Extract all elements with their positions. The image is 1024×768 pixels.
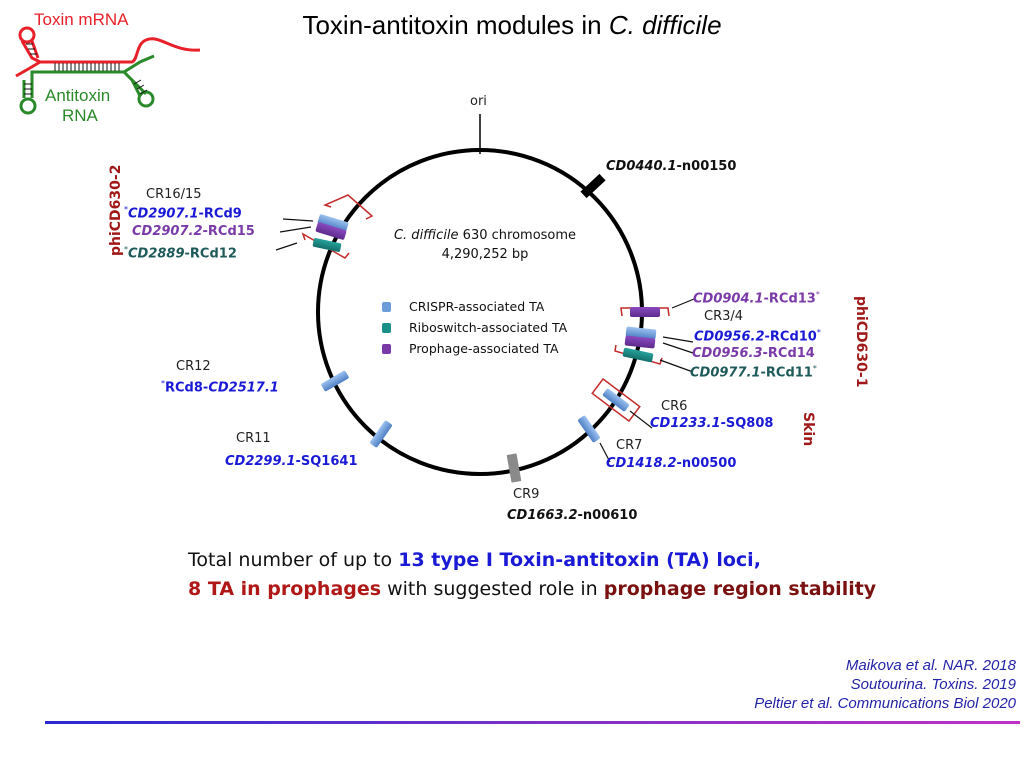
reference-item: Maikova et al. NAR. 2018 bbox=[845, 657, 1016, 674]
crispr-swatch bbox=[382, 301, 391, 312]
cd2907-1-label: *CD2907.1-RCd9 bbox=[124, 205, 242, 222]
antitoxin-label-line1: Antitoxin bbox=[45, 86, 111, 105]
slide-title: Toxin-antitoxin modules in C. difficile bbox=[0, 10, 1024, 41]
cd0977-label: CD0977.1-RCd11* bbox=[690, 364, 817, 381]
cd0977-marker bbox=[622, 347, 654, 363]
summary-line-2: 8 TA in prophages with suggested role in… bbox=[188, 578, 877, 600]
cd2907-2-marker bbox=[315, 222, 347, 240]
prophage-swatch bbox=[382, 343, 391, 354]
cd0904-marker bbox=[630, 307, 660, 317]
cr16-15-label: CR16/15 bbox=[146, 187, 202, 202]
cr7-label: CR7 bbox=[616, 438, 643, 453]
title-species: C. difficile bbox=[608, 10, 722, 40]
cd2889-marker bbox=[312, 238, 342, 252]
region-label-phicd630-2: phiCD630-2 bbox=[108, 164, 124, 256]
legend-label-riboswitch: Riboswitch-associated TA bbox=[409, 320, 568, 335]
chromosome-size: 4,290,252 bp bbox=[441, 247, 529, 262]
cd0904-label: CD0904.1-RCd13* bbox=[693, 290, 820, 307]
cr7-leader-line bbox=[599, 442, 611, 463]
cd1418-label: CD1418.2-n00500 bbox=[606, 456, 737, 471]
region-label-phicd630-1: phiCD630-1 bbox=[853, 296, 869, 388]
cd0956-2-label: CD0956.2-RCd10* bbox=[694, 328, 821, 345]
rna-duplex-illustration bbox=[15, 26, 201, 115]
legend-item-riboswitch: Riboswitch-associated TA bbox=[382, 317, 567, 338]
cd2517-marker bbox=[321, 370, 349, 392]
summary-stability: prophage region stability bbox=[603, 578, 877, 600]
cr6-label: CR6 bbox=[661, 399, 688, 414]
cd2299-marker bbox=[370, 420, 392, 448]
title-prefix: Toxin-antitoxin modules in bbox=[302, 10, 609, 40]
summary-prophage-count: 8 TA in prophages bbox=[188, 578, 382, 600]
footer-divider bbox=[45, 721, 1020, 724]
legend-label-prophage: Prophage-associated TA bbox=[409, 341, 559, 356]
chromosome-name: C. difficile 630 chromosome bbox=[375, 228, 595, 243]
cd0440-rna: -n00150 bbox=[676, 159, 737, 174]
reference-item: Peltier et al. Communications Biol 2020 bbox=[754, 695, 1016, 712]
cr9-label: CR9 bbox=[513, 487, 540, 502]
cr6-leader-line bbox=[629, 410, 653, 429]
cd1233-marker bbox=[602, 388, 630, 412]
toxin-mrna-label: Toxin mRNA bbox=[34, 10, 129, 29]
phi1-leader-lines bbox=[659, 298, 695, 373]
cd1663-label: CD1663.2-n00610 bbox=[507, 508, 638, 523]
cd2889-label: *CD2889-RCd12 bbox=[124, 245, 237, 262]
cd2299-label: CD2299.1-SQ1641 bbox=[225, 454, 358, 469]
cd0956-3-label: CD0956.3-RCd14 bbox=[692, 346, 815, 361]
rna-duplex-inset: Toxin mRNA Antitoxin RNA bbox=[0, 0, 201, 140]
cd0956-2-marker bbox=[625, 326, 657, 340]
base-pairs bbox=[24, 43, 148, 95]
riboswitch-swatch bbox=[382, 322, 391, 333]
phi2-leader-lines bbox=[275, 218, 314, 251]
reference-item: Soutourina. Toxins. 2019 bbox=[850, 676, 1016, 693]
ori-label: ori bbox=[470, 94, 487, 109]
cd0440-label: CD0440.1-n00150 bbox=[606, 159, 736, 174]
cr12-label: CR12 bbox=[176, 359, 211, 374]
cd2517-label: *RCd8-CD2517.1 bbox=[161, 379, 279, 396]
references: Maikova et al. NAR. 2018 Soutourina. Tox… bbox=[754, 656, 1016, 713]
cd2907-1-marker bbox=[317, 214, 349, 232]
chromosome-species: C. difficile bbox=[393, 228, 459, 243]
cd0956-3-marker bbox=[624, 335, 656, 349]
legend-item-prophage: Prophage-associated TA bbox=[382, 338, 567, 359]
cr11-label: CR11 bbox=[236, 431, 271, 446]
legend-item-crispr: CRISPR-associated TA bbox=[382, 296, 567, 317]
cd2907-2-label: CD2907.2-RCd15 bbox=[132, 224, 255, 239]
cd1418-marker bbox=[578, 415, 600, 443]
cd0440-marker bbox=[580, 173, 606, 199]
antitoxin-label-line2: RNA bbox=[62, 106, 98, 125]
region-label-skin: Skin bbox=[800, 412, 816, 447]
cr3-4-label: CR3/4 bbox=[704, 309, 744, 324]
cd0440-gene: CD0440.1 bbox=[606, 159, 677, 174]
legend: CRISPR-associated TA Riboswitch-associat… bbox=[382, 296, 567, 359]
summary-line-1: Total number of up to 13 type I Toxin-an… bbox=[188, 549, 761, 571]
cd1233-label: CD1233.1-SQ808 bbox=[650, 416, 774, 431]
summary-ta-count: 13 type I Toxin-antitoxin (TA) loci, bbox=[398, 549, 761, 571]
legend-label-crispr: CRISPR-associated TA bbox=[409, 299, 545, 314]
chromosome-name-rest: 630 chromosome bbox=[458, 228, 577, 243]
cd1663-marker bbox=[506, 453, 522, 483]
